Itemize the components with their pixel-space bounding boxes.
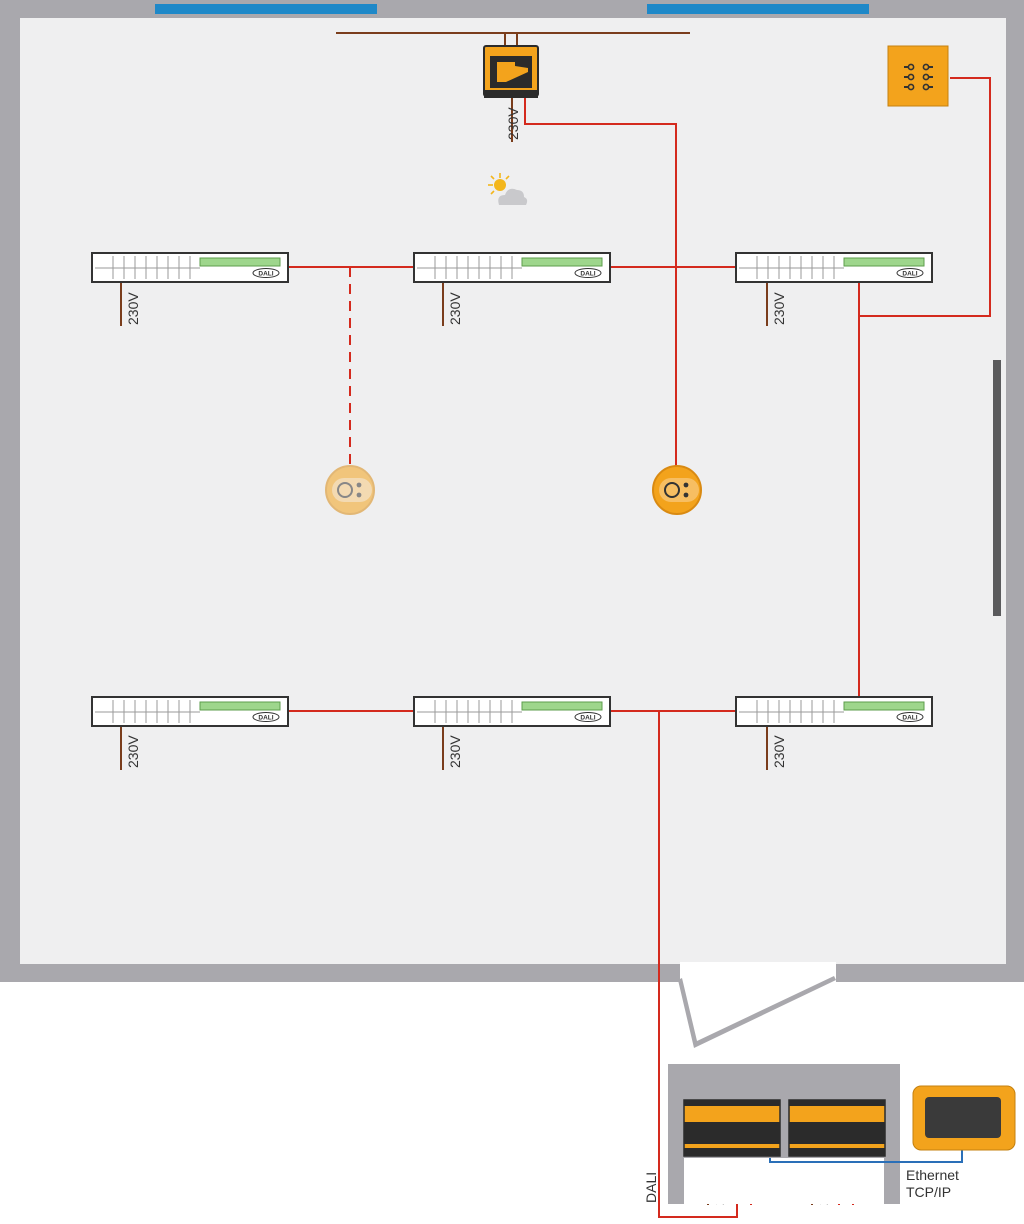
luminaire-lum-bottom-left: DALI [91,696,289,727]
distribution-cabinet [668,1064,900,1204]
touch-panel-icon[interactable] [912,1085,1016,1151]
luminaire-lum-top-right: DALI [735,252,933,283]
dali-router-icon [483,45,539,98]
door-leaf [678,976,836,1048]
right-wall-opening [993,360,1001,616]
voltage-label-2: 230V [447,292,463,325]
dali-bus-label: DALI [643,1172,659,1203]
luminaires-group: DALI DALI DALI DALI DALI DALI [91,252,933,727]
ethernet-label-line1: Ethernet [906,1167,959,1183]
dali-tag-label: DALI [580,271,595,278]
luminaire-lum-bottom-center: DALI [413,696,611,727]
dali-tag-label: DALI [258,715,273,722]
luminaire-lum-top-center: DALI [413,252,611,283]
push-button-panel-icon[interactable] [887,45,949,107]
door-opening [680,962,836,984]
voltage-label-3: 230V [771,292,787,325]
window-right [647,4,869,14]
dali-controller-icon-2 [788,1099,886,1157]
room [0,0,1024,1048]
luminaire-lum-bottom-right: DALI [735,696,933,727]
voltage-label-7: 230V [505,107,521,140]
dali-tag-label: DALI [258,271,273,278]
room-floor [20,18,1006,964]
voltage-label-6: 230V [771,735,787,768]
dali-controller-icon-1 [683,1099,781,1157]
ethernet-line [769,1150,963,1163]
dali-tag-label: DALI [902,271,917,278]
presence-sensor-active-icon [652,465,702,515]
dali-tag-label: DALI [580,715,595,722]
window-left [155,4,377,14]
voltage-label-5: 230V [447,735,463,768]
voltage-label-4: 230V [125,735,141,768]
dali-wiring [288,77,991,1218]
dali-tag-label: DALI [902,715,917,722]
sun-cloud-icon [488,173,528,205]
presence-sensor-inactive-icon [325,465,375,515]
ethernet-label-line2: TCP/IP [906,1184,951,1200]
luminaire-lum-top-left: DALI [91,252,289,283]
voltage-label-1: 230V [125,292,141,325]
